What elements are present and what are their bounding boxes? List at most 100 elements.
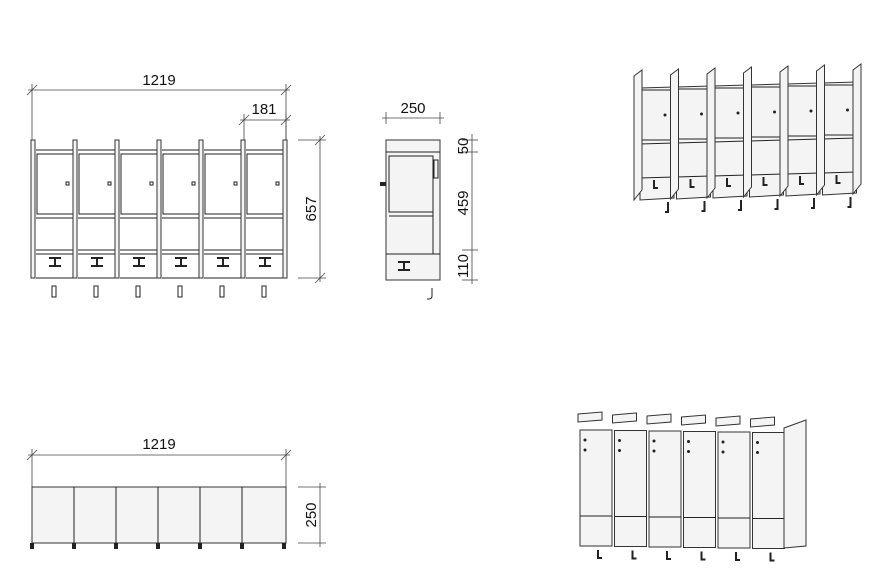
iso-side-panel	[779, 65, 789, 198]
iso-bench	[712, 174, 748, 177]
iso-knob	[700, 112, 703, 116]
iso-knob	[846, 108, 849, 112]
dimension-label-plan-depth: 250	[303, 502, 320, 527]
dimension-sections: 50 459 110	[455, 134, 478, 284]
dimension-depth: 250	[382, 100, 444, 124]
iso-peg	[847, 197, 852, 208]
isometric-front-view	[633, 63, 862, 213]
door-knob	[65, 181, 70, 186]
dimension-plan-depth: 250	[298, 483, 326, 547]
iso-hook-icon	[653, 180, 658, 189]
shoe-peg	[261, 285, 267, 298]
iso-knob	[773, 110, 776, 114]
locker-door	[120, 153, 158, 215]
isometric-back-view	[577, 411, 807, 562]
iso-shelf	[822, 137, 857, 140]
dimension-label-bay: 181	[251, 101, 276, 118]
iso-hole	[618, 449, 621, 452]
iso-hook-icon	[762, 177, 768, 186]
side-elevation-view	[380, 139, 441, 300]
plan-view	[30, 486, 287, 549]
iso-panel-top	[612, 412, 637, 424]
side-panel	[198, 139, 204, 279]
iso-hole	[583, 448, 587, 452]
iso-hole	[756, 441, 759, 444]
dimension-label-top: 50	[455, 138, 472, 155]
iso-bench	[822, 171, 857, 174]
side-panel	[282, 139, 288, 279]
iso-back-bay	[614, 430, 647, 547]
locker-door	[246, 153, 284, 215]
dimension-bay-width: 181	[238, 101, 292, 140]
iso-hook-icon	[835, 175, 841, 184]
dimension-label-middle: 459	[455, 190, 472, 215]
plan-leg	[114, 543, 118, 549]
iso-back-peg	[769, 552, 775, 562]
iso-bench	[639, 176, 675, 179]
iso-peg	[811, 198, 815, 209]
plan-leg	[30, 543, 34, 549]
side-panel	[240, 139, 246, 279]
door-knob	[191, 181, 196, 186]
locker-door	[204, 153, 242, 215]
iso-back-peg	[631, 550, 637, 560]
dimension-label-bottom: 110	[455, 254, 472, 278]
door-knob	[107, 181, 112, 186]
iso-back-bay	[648, 430, 682, 548]
plan-leg	[72, 543, 76, 549]
iso-side-panel	[706, 67, 716, 200]
iso-bench	[749, 173, 784, 176]
plan-leg	[282, 543, 286, 549]
iso-hook-icon	[799, 176, 804, 185]
locker-door	[162, 153, 200, 215]
iso-side-panel	[670, 68, 679, 201]
dimension-overall-width: 1219	[26, 72, 292, 140]
plan-leg	[198, 543, 202, 549]
iso-shelf	[712, 140, 748, 143]
coat-hook-icon	[133, 257, 145, 267]
iso-hook-icon	[689, 179, 695, 188]
iso-hole	[721, 440, 725, 444]
shoe-peg	[219, 285, 225, 298]
iso-back-peg	[735, 552, 740, 561]
coat-hook-icon	[217, 257, 229, 267]
iso-panel-top	[577, 411, 603, 423]
side-panel	[30, 139, 36, 279]
side-panel	[156, 139, 162, 279]
dimension-label-width: 1219	[142, 72, 175, 89]
iso-knob	[663, 113, 667, 117]
locker-door	[36, 153, 74, 215]
iso-knob	[736, 111, 740, 115]
iso-knob	[809, 109, 813, 113]
iso-back-peg	[700, 551, 706, 561]
iso-shelf	[676, 141, 711, 144]
plan-leg	[156, 543, 160, 549]
iso-side-panel	[816, 64, 825, 197]
iso-peg	[738, 200, 742, 211]
dimension-height: 657	[298, 134, 326, 284]
iso-panel-top	[750, 416, 775, 428]
iso-hole	[583, 438, 587, 442]
iso-shelf	[785, 138, 821, 141]
iso-end-panel	[783, 419, 807, 549]
iso-shelf	[749, 139, 784, 142]
shoe-peg	[93, 285, 99, 298]
iso-back-peg	[597, 550, 602, 559]
dimension-label-height: 657	[303, 196, 320, 221]
iso-bench	[676, 175, 711, 178]
door-knob	[233, 181, 238, 186]
dimension-plan-width: 1219	[26, 436, 292, 487]
iso-side-panel	[633, 69, 643, 202]
iso-hole	[652, 449, 656, 453]
iso-peg	[774, 199, 779, 210]
side-panel	[114, 139, 120, 279]
coat-hook-icon	[175, 257, 187, 267]
iso-back-bay	[579, 429, 613, 547]
iso-shelf	[639, 142, 675, 145]
plan-outline	[31, 486, 287, 544]
iso-back-bay	[752, 432, 785, 549]
door-knob	[275, 181, 280, 186]
iso-back-bay	[683, 431, 716, 548]
front-elevation-view	[30, 139, 288, 298]
